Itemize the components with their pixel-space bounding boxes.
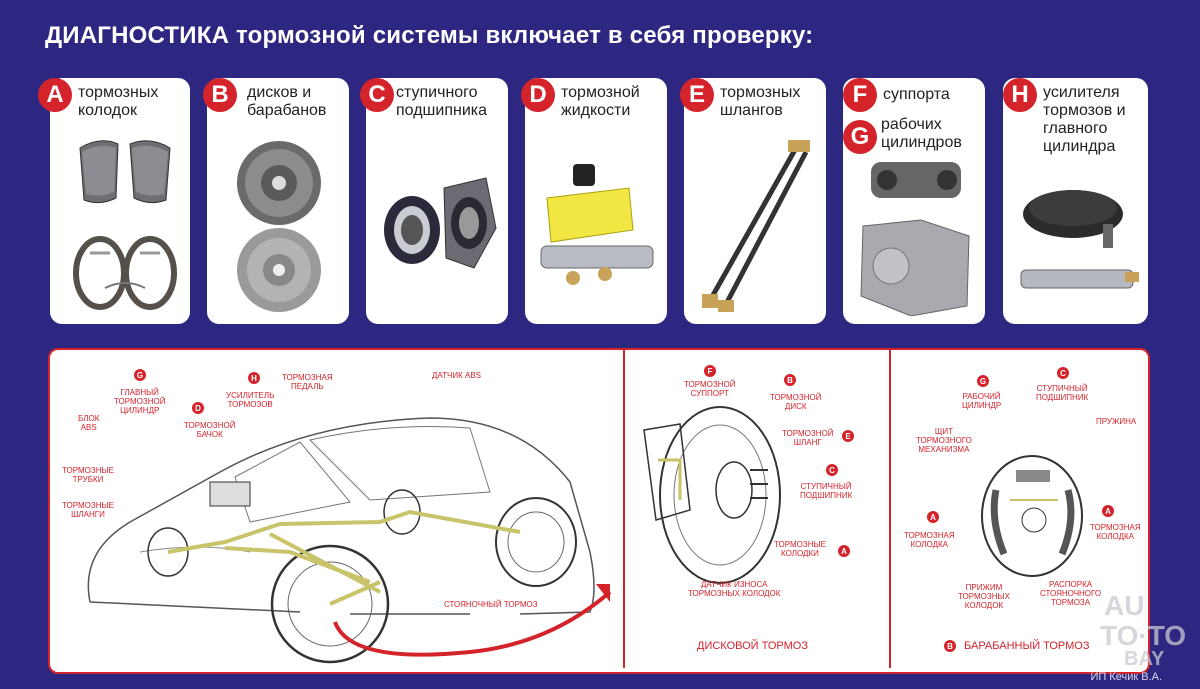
card-a-line1: тормозных [78,84,159,101]
disc-brake-diagram [643,406,781,584]
car-badge-d: D [192,402,204,414]
card-g-line1: рабочих [881,116,942,133]
car-badge-g: G [134,369,146,381]
title-rest: тормозной системы включает в себя провер… [229,22,814,49]
watermark-l1: AU [1104,590,1145,621]
brake-pads-image [73,140,177,310]
drum-badge-b: B [944,640,956,652]
badge-g: G [843,120,877,154]
card-f-line1: суппорта [883,86,950,103]
brake-discs-image [237,141,321,312]
caliper-cylinder-image [860,162,970,316]
card-h-line4: цилиндра [1043,138,1116,155]
diagram-panel [48,348,1150,674]
parking-brake-label: СТОЯНОЧНЫЙ ТОРМОЗ [444,600,538,609]
disc-brake-title: ДИСКОВОЙ ТОРМОЗ [697,640,808,652]
page-title: ДИАГНОСТИКА тормозной системы включает в… [45,22,813,50]
spring-label: ПРУЖИНА [1096,417,1137,426]
panel-divider-1 [623,350,625,668]
card-e-line1: тормозных [720,84,801,101]
badge-c: C [360,78,394,112]
card-e-line2: шлангов [720,102,783,119]
disc-badge-b: B [784,374,796,386]
card-d-line2: жидкости [561,102,631,119]
card-a-line2: колодок [78,102,138,119]
disc-badge-c: C [826,464,838,476]
drum-badge-a-right: A [1102,505,1114,517]
card-b-line1: дисков и [247,84,312,101]
disc-badge-f: F [704,365,716,377]
card-c-line2: подшипника [396,102,488,119]
drum-badge-a-left: A [927,511,939,523]
badge-f: F [843,78,877,112]
card-b-line2: барабанов [247,102,327,119]
booster-master-cylinder-image [1020,190,1139,289]
drum-brake-diagram [981,455,1083,577]
card-c-line1: ступичного [396,84,478,101]
badge-h: H [1003,78,1037,112]
card-h-line1: усилителя [1043,84,1120,101]
card-h-line3: главного [1043,120,1108,137]
copyright: ИП Кечик В.А. [1090,671,1162,683]
watermark-l2: TO·TO [1100,620,1187,651]
hub-bearing-image [384,177,497,269]
card-d-line1: тормозной [561,84,640,101]
abs-sensor-label: ДАТЧИК ABS [432,371,481,380]
brake-hoses-image [702,140,810,312]
drum-badge-c: C [1057,367,1069,379]
card-g-line2: цилиндров [881,134,962,151]
badge-d: D [521,78,555,112]
badge-b: B [203,78,237,112]
drum-badge-g: G [977,375,989,387]
panel-divider-2 [889,350,891,668]
disc-badge-e: E [842,430,854,442]
badge-e: E [680,78,714,112]
car-badge-h: H [248,372,260,384]
drum-brake-title: БАРАБАННЫЙ ТОРМОЗ [964,640,1090,652]
disc-badge-a: A [838,545,850,557]
title-bold: ДИАГНОСТИКА [45,22,230,49]
master-cylinder-fluid-image [540,164,654,285]
card-f-label: суппорта [883,86,950,104]
watermark-l3: BAY [1124,648,1165,670]
badge-a: A [38,78,72,112]
card-h-line2: тормозов и [1043,102,1126,119]
car-diagram [87,417,612,664]
